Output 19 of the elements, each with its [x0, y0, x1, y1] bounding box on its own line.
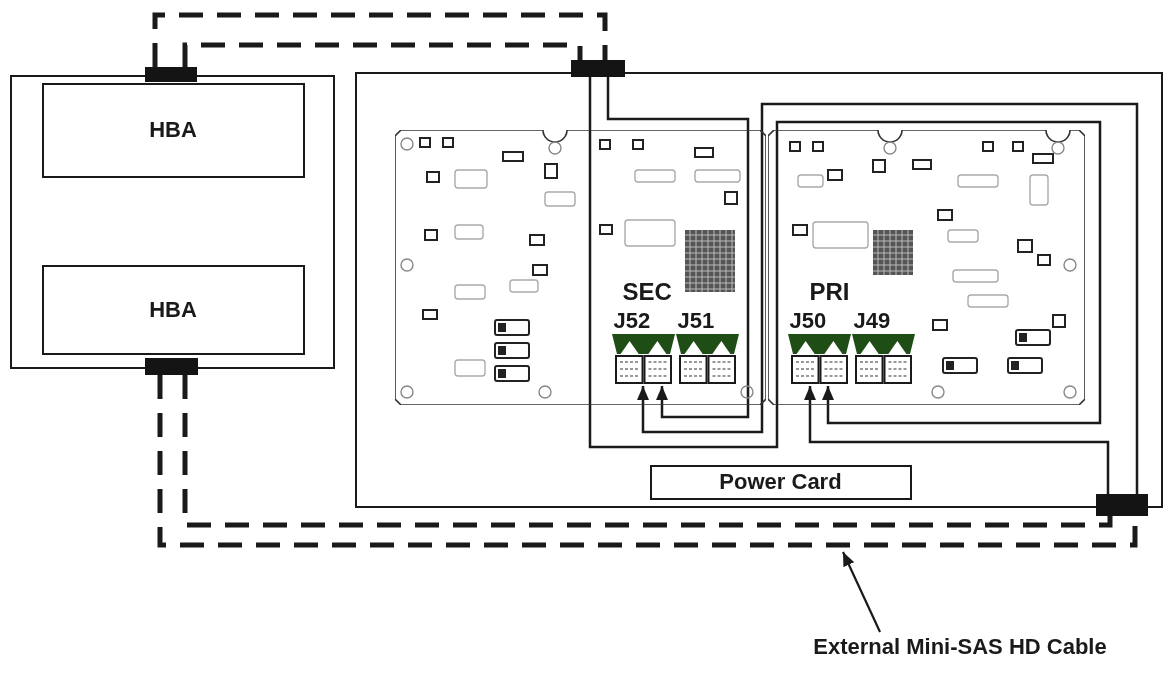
leader-arrow [842, 551, 881, 633]
cable-arrow [588, 77, 1102, 449]
dashed-cable [152, 12, 608, 67]
cable-connector [1096, 494, 1148, 516]
cable-arrow [804, 386, 1110, 494]
cable-arrow [637, 102, 1139, 494]
cable-connector [145, 358, 198, 375]
power-card: Power Card [649, 464, 912, 500]
hba-card: HBA [41, 82, 305, 178]
cable-arrow [606, 77, 750, 419]
cable-connector [571, 60, 625, 77]
storage-enclosure [355, 72, 1163, 508]
dashed-cable [182, 375, 1113, 528]
server-enclosure [10, 75, 335, 369]
callout-text: External Mini-SAS HD Cable [815, 632, 1105, 662]
dashed-cable [157, 375, 1138, 548]
cable-connector [145, 67, 197, 82]
dashed-cable [182, 42, 583, 67]
hba-card: HBA [41, 264, 305, 355]
